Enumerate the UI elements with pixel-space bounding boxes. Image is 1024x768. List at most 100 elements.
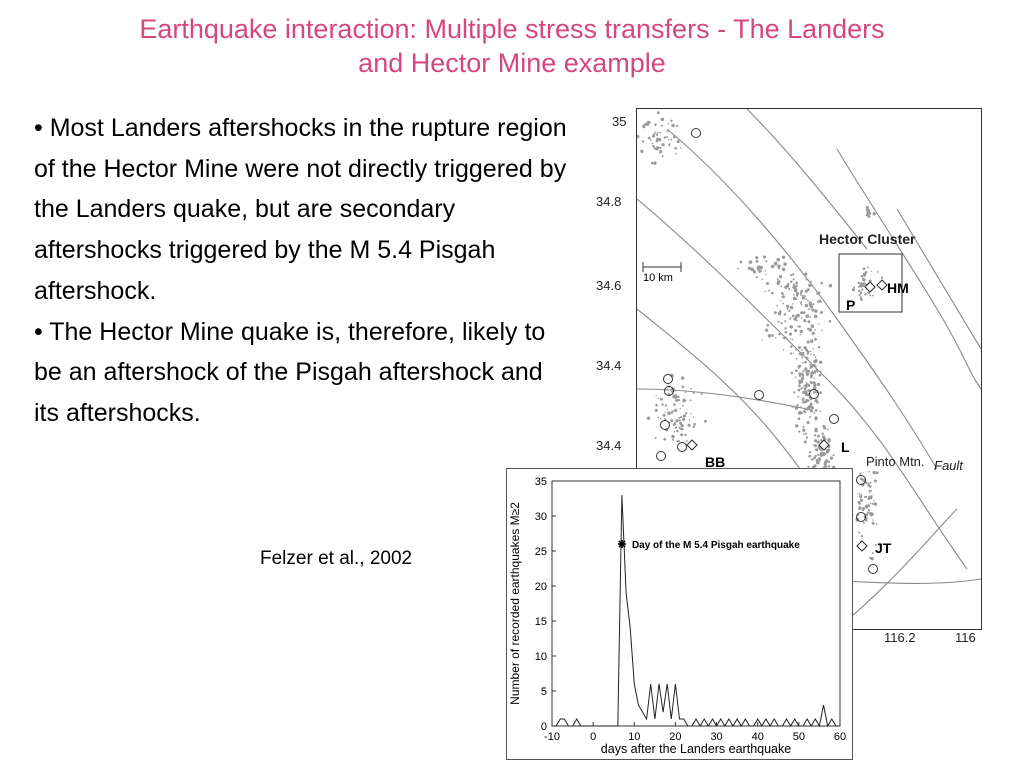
aftershock-dot <box>748 260 753 264</box>
aftershock-dot <box>796 404 799 407</box>
aftershock-dot <box>796 319 798 322</box>
aftershock-dot <box>814 371 817 374</box>
aftershock-dot <box>680 433 684 437</box>
map-lat-label: 34.4 <box>596 358 622 373</box>
aftershock-dot <box>807 384 811 387</box>
aftershock-dot <box>661 403 664 406</box>
aftershock-dot <box>786 284 790 288</box>
bullet-list: • Most Landers aftershocks in the ruptur… <box>34 108 574 434</box>
aftershock-dot <box>875 522 878 525</box>
aftershock-dot <box>663 437 667 441</box>
aftershock-dot <box>664 418 666 420</box>
aftershock-dot <box>682 414 687 418</box>
aftershock-dot <box>858 293 861 297</box>
aftershock-dot <box>869 294 872 297</box>
aftershock-dot <box>795 376 797 379</box>
aftershock-dot <box>784 320 787 323</box>
aftershock-dot <box>774 337 777 339</box>
aftershock-dot <box>804 289 808 293</box>
aftershock-dot <box>804 368 806 371</box>
aftershock-dot <box>766 282 769 285</box>
aftershock-dot <box>873 502 878 506</box>
y-tick-label: 35 <box>535 476 547 488</box>
aftershock-dot <box>767 289 770 292</box>
aftershock-dots <box>637 111 884 561</box>
aftershock-dot <box>792 283 795 286</box>
aftershock-dot <box>794 406 799 410</box>
aftershock-dot <box>675 152 678 155</box>
aftershock-dot <box>765 328 769 332</box>
aftershock-dot <box>684 391 687 394</box>
aftershock-dot <box>790 371 794 375</box>
aftershock-dot <box>808 283 812 288</box>
aftershock-dot <box>806 421 810 425</box>
aftershock-dot <box>800 317 803 319</box>
x-tick-label: 40 <box>752 731 764 743</box>
aftershock-dot <box>800 311 804 315</box>
aftershock-dot <box>659 417 662 420</box>
aftershock-dot <box>803 440 807 444</box>
x-tick-label: 50 <box>793 731 805 743</box>
aftershock-dot <box>868 470 870 473</box>
aftershock-dot <box>805 436 808 439</box>
aftershock-dot <box>799 329 803 334</box>
aftershock-dot <box>796 325 798 327</box>
fault-line <box>746 109 868 250</box>
aftershock-dot <box>859 291 863 295</box>
aftershock-dot <box>802 311 806 314</box>
aftershock-dot <box>865 481 868 485</box>
aftershock-dot <box>652 145 655 148</box>
aftershock-dot <box>676 398 679 402</box>
aftershock-dot <box>799 406 802 409</box>
aftershock-dot <box>794 287 798 291</box>
aftershock-dot <box>795 314 797 317</box>
aftershock-dot <box>808 454 812 458</box>
aftershock-dot <box>813 354 816 356</box>
aftershock-dot <box>789 317 792 319</box>
aftershock-dot <box>827 460 831 464</box>
event-circle <box>660 420 670 430</box>
aftershock-dot <box>814 328 816 331</box>
aftershock-dot <box>690 387 693 390</box>
aftershock-dot <box>865 519 868 522</box>
aftershock-dot <box>673 403 676 406</box>
aftershock-dot <box>818 373 822 377</box>
aftershock-dot <box>659 151 661 154</box>
aftershock-dot <box>783 313 787 316</box>
aftershock-dot <box>678 416 681 419</box>
aftershock-dot <box>782 336 785 339</box>
aftershock-dot <box>670 138 673 141</box>
aftershock-dot <box>781 255 786 259</box>
aftershock-dot <box>642 125 646 129</box>
aftershock-dot <box>807 373 810 375</box>
aftershock-dot <box>791 338 794 341</box>
aftershock-dot <box>671 438 675 441</box>
event-circle <box>868 564 878 574</box>
aftershock-dot <box>680 415 683 419</box>
aftershock-dot <box>789 345 793 348</box>
diamond-marker <box>818 439 830 451</box>
aftershock-dot <box>782 349 785 351</box>
x-tick-label: 60 <box>834 731 846 743</box>
aftershock-dot <box>875 471 879 475</box>
aftershock-dot <box>877 271 879 273</box>
aftershock-dot <box>798 352 802 356</box>
aftershock-dot <box>654 408 658 412</box>
aftershock-dot <box>867 511 870 515</box>
aftershock-dot <box>829 456 834 460</box>
aftershock-dot <box>674 421 676 424</box>
aftershock-dot <box>865 213 868 217</box>
aftershock-dot <box>677 395 680 399</box>
aftershock-dot <box>776 278 779 281</box>
aftershock-dot <box>865 205 870 210</box>
aftershock-dot <box>805 383 809 387</box>
fault-line <box>637 198 968 570</box>
aftershock-dot <box>773 311 777 315</box>
aftershock-dot <box>803 319 807 323</box>
aftershock-dot <box>867 482 870 485</box>
aftershock-dot <box>802 361 804 364</box>
aftershock-dot <box>820 439 822 441</box>
aftershock-dot <box>859 477 863 481</box>
aftershock-dot <box>767 334 772 338</box>
aftershock-dot <box>828 284 833 288</box>
